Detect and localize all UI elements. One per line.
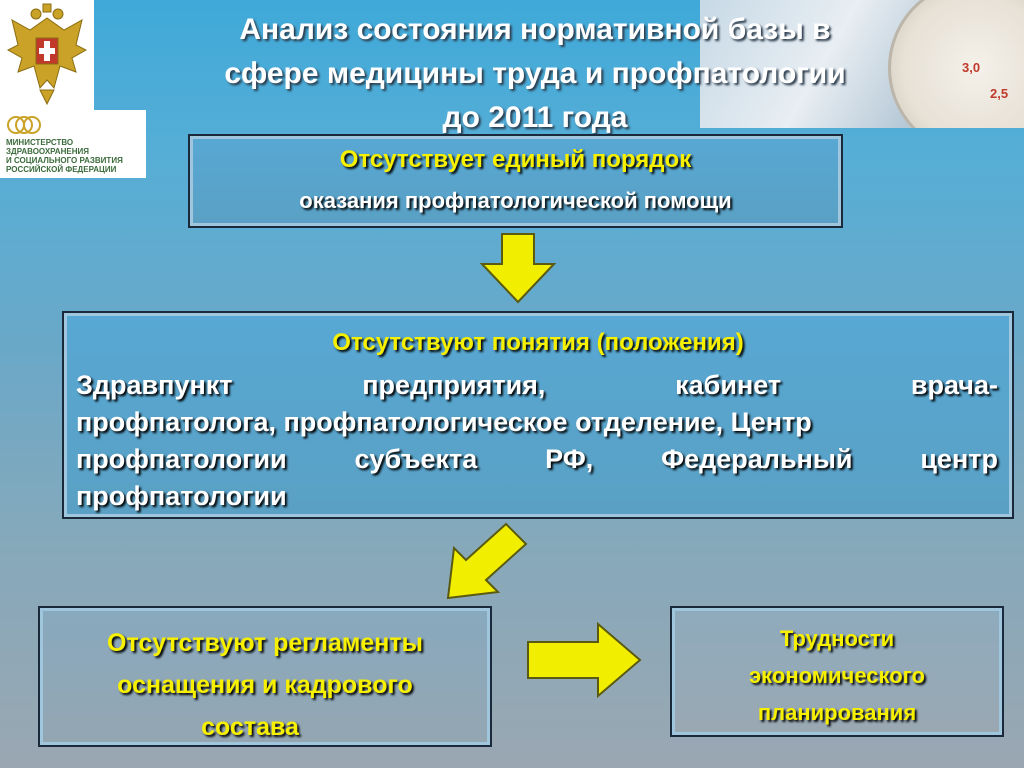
box2-word: предприятия, [362,370,546,400]
ministry-name: МИНИСТЕРСТВО ЗДРАВООХРАНЕНИЯ И СОЦИАЛЬНО… [6,138,123,174]
arrow-down-icon [480,233,556,304]
gauge-image [888,0,1024,128]
ministry-line-3: И СОЦИАЛЬНОГО РАЗВИТИЯ [6,156,123,165]
ministry-line-4: РОССИЙСКОЙ ФЕДЕРАЦИИ [6,165,117,174]
box2-word: Федеральный [661,444,853,474]
box-missing-regulations: Отсутствуют регламенты оснащения и кадро… [38,606,492,747]
box2-word: врача- [910,370,998,400]
ministry-line-2: ЗДРАВООХРАНЕНИЯ [6,147,89,156]
box2-word: субъекта [354,444,478,474]
arrow-down-left-icon [446,522,528,600]
title-line-3: до 2011 года [442,101,628,134]
box4-line-3: планирования [757,700,917,725]
box-unified-procedure: Отсутствует единый порядок оказания проф… [188,134,843,228]
box4-text: Трудности экономического планирования [672,620,1002,731]
box3-text: Отсутствуют регламенты оснащения и кадро… [40,622,490,748]
arrow-right-icon [527,622,642,699]
box4-line-1: Трудности [779,626,895,651]
box1-heading: Отсутствует единый порядок [339,146,692,173]
box3-line-2: оснащения и кадрового [117,671,413,699]
ministry-emblem-icon [7,116,41,134]
box2-word: кабинет [675,370,782,400]
box2-text: Здравпункт предприятия, кабинет врача- п… [76,367,998,515]
box-missing-concepts: Отсутствуют понятия (положения) Здравпун… [62,311,1014,519]
ministry-logo: МИНИСТЕРСТВО ЗДРАВООХРАНЕНИЯ И СОЦИАЛЬНО… [0,110,146,178]
gauge-label-1: 3,0 [962,60,981,75]
header-photo: 3,0 2,5 [700,0,1024,128]
box3-line-1: Отсутствуют регламенты [107,629,423,657]
coat-of-arms-logo [0,0,94,110]
box2-line-3: профпатологии субъекта РФ, Федеральный ц… [76,441,998,478]
gauge-label-2: 2,5 [990,86,1009,101]
box2-word: РФ, [545,444,594,474]
box3-line-3: состава [201,713,299,741]
box2-line-1: Здравпункт предприятия, кабинет врача- [76,367,998,404]
title-line-1: Анализ состояния нормативной базы в [239,13,831,46]
box2-heading: Отсутствуют понятия (положения) [332,329,744,356]
slide-title: Анализ состояния нормативной базы в сфер… [150,8,920,140]
box4-line-2: экономического [749,663,925,688]
box-economic-planning: Трудности экономического планирования [670,606,1004,737]
box2-word: центр [920,444,998,474]
title-line-2: сфере медицины труда и профпатологии [224,57,846,90]
ministry-line-1: МИНИСТЕРСТВО [6,138,74,147]
box2-line-4: профпатологии [76,481,287,511]
box2-word: Здравпункт [76,370,233,400]
box2-line-2: профпатолога, профпатологическое отделен… [76,407,812,437]
box2-word: профпатологии [76,444,287,474]
box1-text: оказания профпатологической помощи [299,188,732,213]
